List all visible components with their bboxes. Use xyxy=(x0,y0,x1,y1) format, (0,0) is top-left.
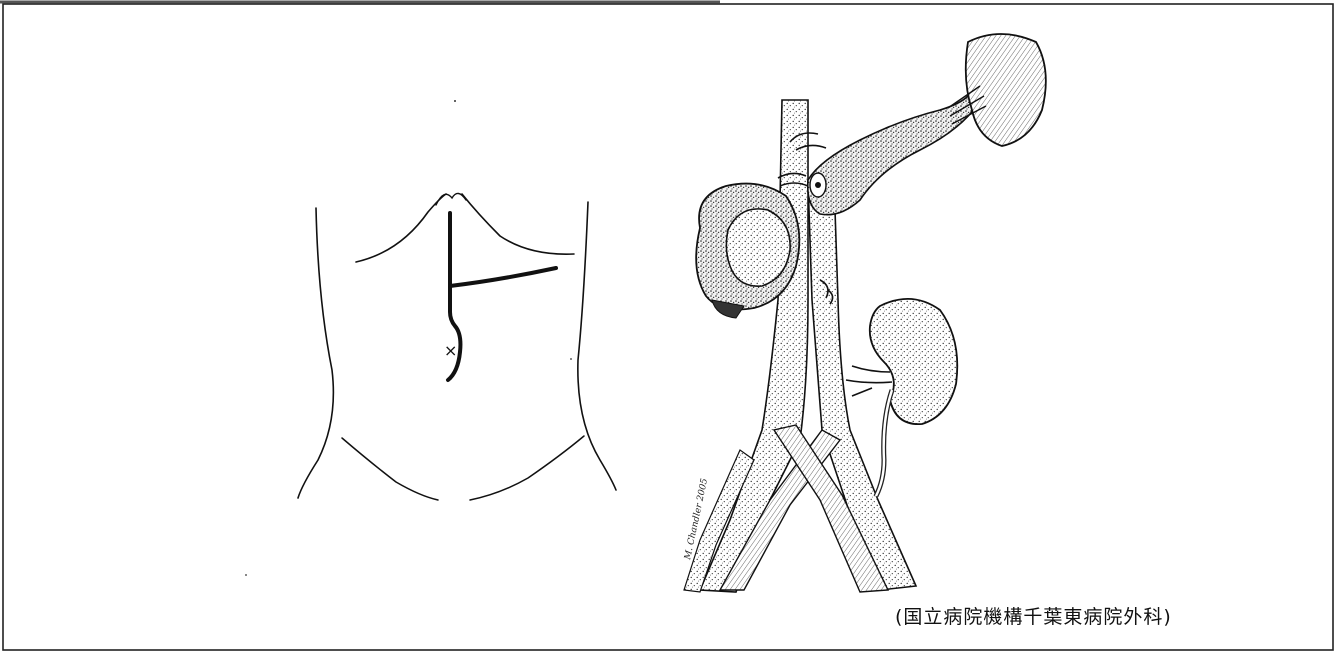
anatomical-illustration: M. Chandler 2005 xyxy=(683,34,1046,592)
figure-caption: (国立病院機構千葉東病院外科) xyxy=(895,602,1172,629)
duct-lumen xyxy=(815,182,821,188)
costal-margin-left xyxy=(356,194,446,262)
umbilicus-x-mark: × xyxy=(444,341,457,360)
abdomen-incision-diagram: × xyxy=(245,100,616,576)
pelvic-line-right xyxy=(470,436,584,500)
left-kidney xyxy=(870,299,958,424)
spleen xyxy=(966,34,1046,146)
speck-2 xyxy=(570,358,572,360)
pancreatic-head xyxy=(726,209,790,286)
torso-left-outline xyxy=(298,208,333,498)
speck-3 xyxy=(245,574,247,576)
transverse-incision xyxy=(450,268,556,286)
figure-border xyxy=(3,4,1333,650)
pelvic-line-left xyxy=(342,438,438,500)
torso-right-outline xyxy=(578,202,616,490)
renal-hilum-vessels xyxy=(846,366,892,396)
speck-1 xyxy=(454,100,456,102)
costal-margin-right xyxy=(462,194,574,254)
